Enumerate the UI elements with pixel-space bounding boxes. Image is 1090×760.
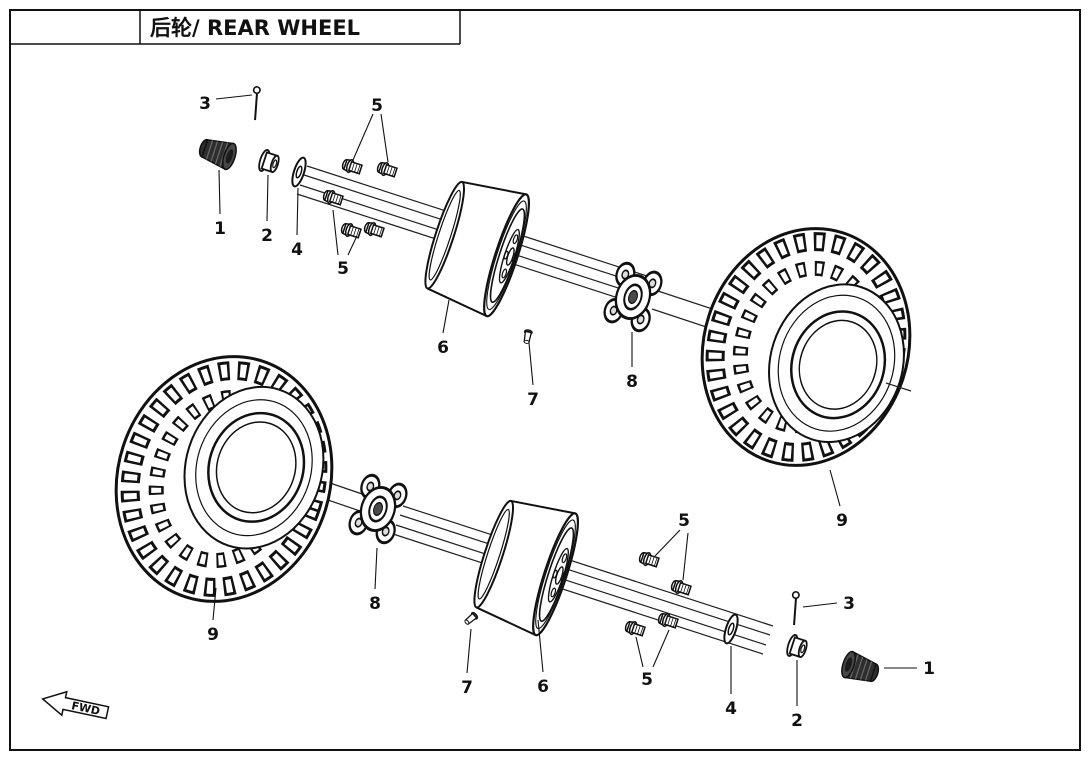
cotter-pin-upper (248, 85, 262, 122)
leader-lines (212, 94, 917, 706)
callout-6: 6 (437, 338, 449, 358)
fwd-arrow: FWD (41, 690, 110, 720)
callout-2: 2 (261, 226, 273, 246)
washer-lower (720, 612, 742, 646)
callout-5: 5 (371, 96, 383, 116)
valve-stem-upper (521, 328, 534, 345)
wheel-rim-lower (464, 489, 587, 640)
callout-6: 6 (537, 677, 549, 697)
callout-9: 9 (207, 625, 219, 645)
callout-8: 8 (369, 594, 381, 614)
wheel-rim-upper (415, 170, 538, 321)
wheel-stud (321, 187, 345, 208)
wheel-stud (375, 159, 399, 180)
wheel-stud (340, 156, 364, 177)
callout-4: 4 (291, 240, 303, 260)
cotter-pin-lower (787, 590, 801, 627)
wheel-stud (623, 618, 647, 639)
axis-lines-lower (292, 471, 774, 655)
page-border (9, 9, 1081, 751)
callout-5: 5 (678, 511, 690, 531)
flange-nut-upper (256, 147, 283, 177)
valve-stem-lower (462, 610, 480, 627)
wheel-hub-upper (600, 259, 666, 335)
callout-7: 7 (527, 390, 539, 410)
page-title: 后轮/ REAR WHEEL (150, 16, 360, 40)
callout-2: 2 (791, 711, 803, 731)
wheel-hub-lower (345, 471, 411, 547)
callout-1: 1 (923, 659, 935, 679)
fwd-label: FWD (70, 699, 101, 718)
callout-3: 3 (843, 594, 855, 614)
flange-nut-lower (784, 632, 811, 662)
washer-upper (288, 155, 310, 189)
wheel-stud (362, 219, 386, 240)
tire-left (114, 355, 334, 603)
cap-nut-lower (838, 649, 883, 688)
callouts: 3 5 1 2 4 5 6 7 8 9 9 8 7 6 5 5 4 2 3 1 (197, 92, 937, 733)
callout-4: 4 (725, 699, 737, 719)
callout-3: 3 (199, 94, 211, 114)
axis-exit-lines-right (885, 382, 912, 392)
callout-7: 7 (461, 678, 473, 698)
callout-8: 8 (626, 372, 638, 392)
wheel-stud (339, 220, 363, 241)
tire-right (700, 227, 912, 467)
callout-1: 1 (214, 219, 226, 239)
wheel-stud (637, 549, 661, 570)
cap-nut-upper (195, 133, 240, 172)
callout-5: 5 (641, 670, 653, 690)
wheel-stud (656, 610, 680, 631)
callout-9: 9 (836, 511, 848, 531)
callout-5: 5 (337, 259, 349, 279)
